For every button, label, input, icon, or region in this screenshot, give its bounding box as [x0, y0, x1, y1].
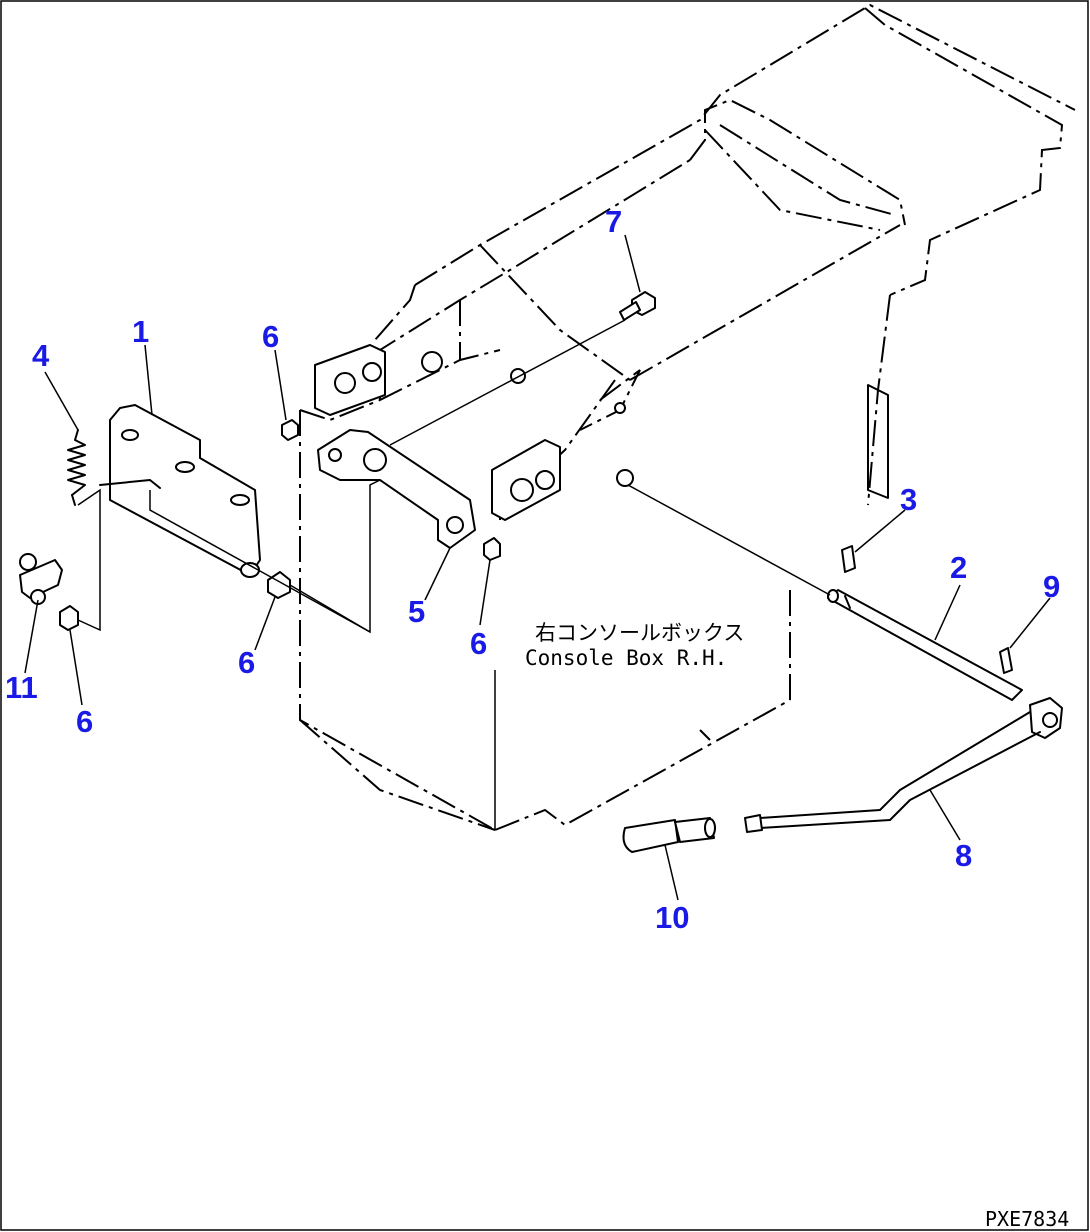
callout-5: 5 [408, 594, 425, 629]
part-shaft [827, 589, 1023, 701]
callout-1: 1 [132, 314, 149, 349]
mounting-blocks [314, 344, 634, 521]
callout-9: 9 [1043, 569, 1060, 604]
callout-6-top: 6 [262, 319, 279, 354]
callout-numbers: 1 2 3 4 5 6 6 6 6 7 8 9 10 11 [5, 204, 1060, 935]
callout-8: 8 [955, 838, 972, 873]
callout-7: 7 [605, 204, 622, 239]
callout-6-left: 6 [76, 704, 93, 739]
assembly-lines [77, 319, 831, 634]
callout-2: 2 [950, 550, 967, 585]
console-box-outline [299, 3, 1076, 831]
callout-11: 11 [5, 670, 38, 705]
part-spring [67, 429, 86, 506]
part-lever [744, 697, 1063, 833]
part-knob [622, 817, 716, 853]
console-label-jp: 右コンソールボックス [535, 621, 744, 645]
callout-3: 3 [900, 482, 917, 517]
drawing-code: PXE7834 [985, 1207, 1069, 1231]
console-label-en: Console Box R.H. [525, 646, 727, 670]
leader-lines [24, 234, 1051, 901]
callout-10: 10 [655, 900, 689, 935]
part-bolt [619, 291, 656, 321]
part-pins [841, 545, 1013, 674]
callout-4: 4 [32, 338, 50, 373]
callout-6-right: 6 [470, 626, 487, 661]
part-latch [19, 553, 63, 605]
part-hinge-bracket [317, 429, 476, 549]
callout-6-middle: 6 [238, 645, 255, 680]
part-bracket-plate [99, 404, 261, 578]
